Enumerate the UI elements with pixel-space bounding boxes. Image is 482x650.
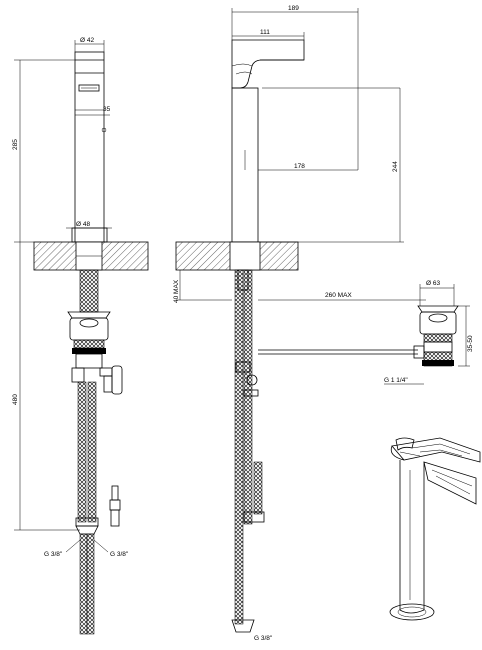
side-view: 189 111 178 244 40 MAX 260 MAX [173,5,426,642]
side-40max-label: 40 MAX [173,279,180,303]
front-hose-right [87,381,97,523]
front-480-label: 480 [12,394,19,405]
waste-detail: Ø 63 35-50 G 1 1/4" [384,280,474,385]
waste-diameter-63-label: Ø 63 [426,280,440,287]
side-189-label: 189 [288,5,299,12]
front-hose-left [77,381,87,523]
side-hose-2 [243,269,253,525]
front-waste [69,317,109,341]
front-diameter-42-label: Ø 42 [80,37,94,44]
front-diameter-48-label: Ø 48 [76,221,90,228]
front-view: Ø 42 35 Ø 48 285 480 [12,37,149,635]
side-244-label: 244 [392,161,399,172]
perspective-spout [391,437,481,463]
front-valve-knob [111,365,123,395]
side-111-label: 111 [260,29,270,36]
side-260max-label: 260 MAX [325,292,352,299]
hose-left-thread-label-2: G 3/8" [110,551,129,558]
waste-body [419,311,457,335]
front-body [74,51,105,243]
side-178-label: 178 [294,163,305,170]
perspective-view [389,437,481,621]
waste-35-50-label: 35-50 [467,335,474,352]
side-hose-thread-label: G 3/8" [254,635,273,642]
hose-left-thread-label-1: G 3/8" [44,551,63,558]
front-35-label: 35 [103,106,111,113]
front-handle-slot [78,84,100,92]
perspective-body [399,460,425,614]
waste-thread-label: G 1 1/4" [384,377,408,384]
side-hose-1 [234,269,244,625]
front-285-label: 285 [12,139,19,150]
perspective-waterfall [423,461,477,505]
